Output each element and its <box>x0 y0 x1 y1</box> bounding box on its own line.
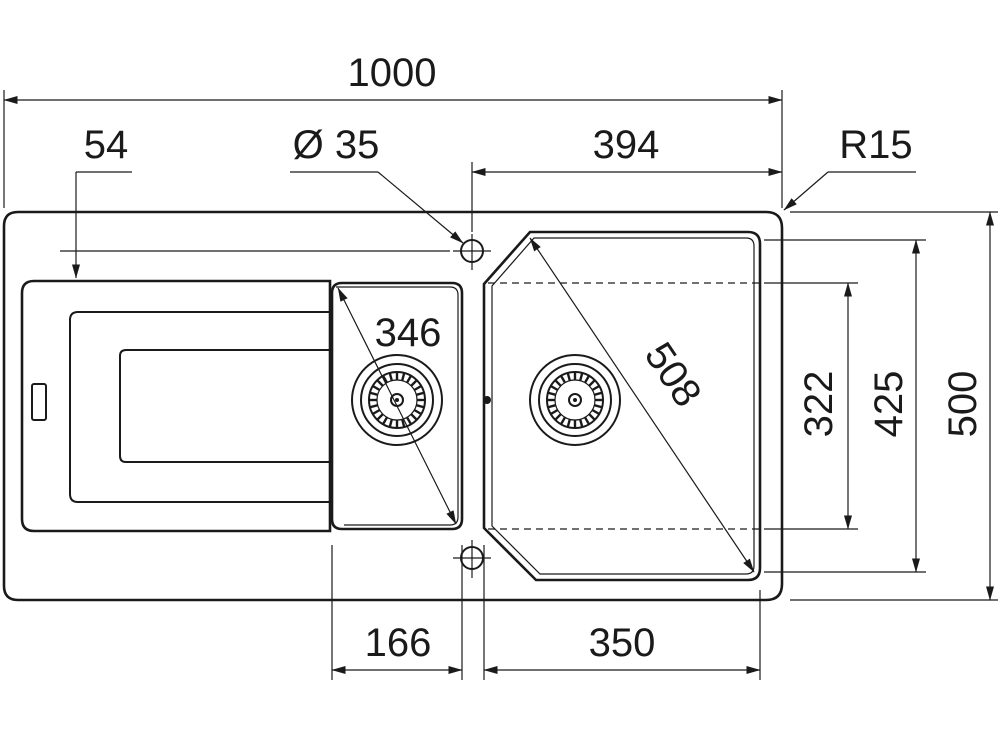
bowl-depth-dashes <box>488 282 760 530</box>
dim-total-depth <box>790 211 998 601</box>
label-small-bowl-diagonal: 346 <box>375 311 442 355</box>
main-bowl <box>482 230 762 582</box>
strainer-tooth <box>388 419 393 428</box>
strainer-tooth <box>591 384 600 392</box>
dim-main-bowl-width <box>483 545 761 680</box>
strainer-tooth <box>547 404 556 409</box>
tap-hole-top-icon <box>453 234 491 270</box>
label-main-bowl-width: 350 <box>589 621 656 665</box>
dim-small-bowl-width <box>331 545 463 680</box>
dim-drainer-offset <box>60 171 450 279</box>
dim-small-bowl-diagonal <box>337 287 457 525</box>
strainer-tooth <box>554 413 562 421</box>
strainer-tooth <box>594 391 603 396</box>
strainer-tooth <box>410 413 418 421</box>
dim-tap-hole-leader <box>290 171 464 244</box>
strainer-tooth <box>550 408 559 416</box>
strainer-tooth <box>416 391 425 396</box>
label-total-depth: 500 <box>941 371 985 438</box>
label-bowl-depth-outer: 425 <box>867 371 911 438</box>
strainer-tooth <box>376 413 384 421</box>
dim-main-bowl-top <box>471 162 783 232</box>
strainer-tooth <box>583 375 591 384</box>
strainer-tooth <box>410 379 418 387</box>
sink-outline <box>2 210 784 602</box>
strainer-tooth <box>369 391 378 396</box>
overflow-dot <box>483 396 491 404</box>
strainer-tooth <box>405 416 413 425</box>
strainer-tooth <box>381 416 389 425</box>
strainer-tooth <box>413 384 422 392</box>
dim-main-bowl-diagonal <box>529 237 755 573</box>
strainer-tooth <box>376 379 384 387</box>
strainer-tooth <box>583 416 591 425</box>
small-bowl <box>330 281 464 531</box>
strainer-tooth <box>591 408 600 416</box>
strainer-tooth <box>550 384 559 392</box>
label-main-bowl-top: 394 <box>593 123 660 167</box>
strainer-tooth <box>401 372 406 381</box>
strainer-tooth <box>388 372 393 381</box>
label-tap-hole: Ø 35 <box>293 123 380 167</box>
strainer-tooth <box>413 408 422 416</box>
strainer-tooth <box>372 408 381 416</box>
dim-bowl-depth-inner <box>764 282 858 530</box>
strainer-tooth <box>559 416 567 425</box>
strainer-tooth <box>405 375 413 384</box>
dim-corner-radius-leader <box>783 171 916 211</box>
drainer-board <box>20 279 332 533</box>
overflow-slot <box>31 383 47 421</box>
strainer-tooth <box>566 419 571 428</box>
small-bowl-drain-icon <box>351 354 443 446</box>
strainer-tooth <box>369 404 378 409</box>
strainer-tooth <box>416 404 425 409</box>
label-corner-radius: R15 <box>839 123 912 167</box>
label-drainer-offset: 54 <box>84 123 129 167</box>
dim-bowl-depth-outer <box>764 239 926 573</box>
strainer-tooth <box>554 379 562 387</box>
main-bowl-drain-icon <box>529 354 621 446</box>
strainer-tooth <box>588 413 596 421</box>
strainer-tooth <box>559 375 567 384</box>
strainer-tooth <box>588 379 596 387</box>
strainer-tooth <box>579 372 584 381</box>
label-total-width: 1000 <box>348 51 437 95</box>
label-main-bowl-diagonal: 508 <box>636 335 710 415</box>
strainer-tooth <box>547 391 556 396</box>
tap-hole-bottom-icon <box>453 540 491 578</box>
dim-total-width <box>3 90 783 208</box>
strainer-tooth <box>372 384 381 392</box>
label-bowl-depth-inner: 322 <box>797 371 841 438</box>
strainer-tooth <box>579 419 584 428</box>
strainer-tooth <box>566 372 571 381</box>
strainer-tooth <box>594 404 603 409</box>
label-small-bowl-width: 166 <box>365 621 432 665</box>
